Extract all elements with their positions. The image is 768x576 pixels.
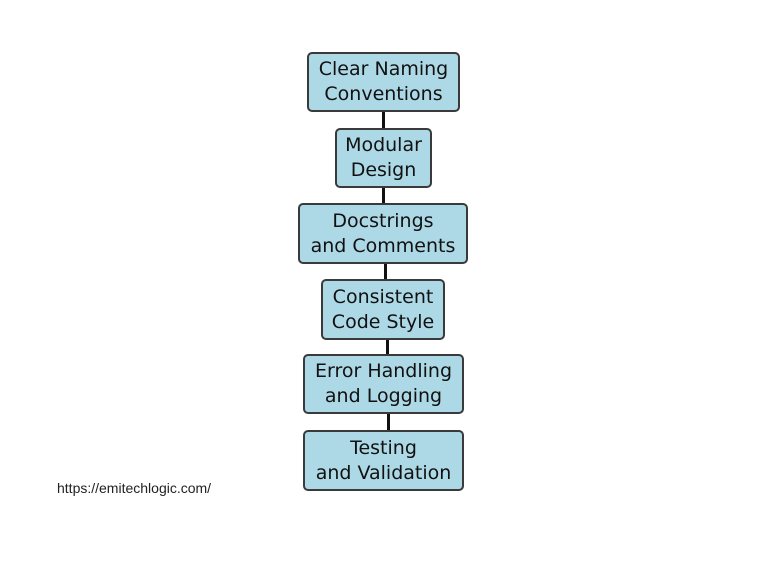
edge-style-to-error (386, 338, 389, 356)
edge-docstrings-to-style (384, 262, 387, 282)
edge-naming-to-modular (382, 110, 385, 130)
node-testing-and-validation: Testing and Validation (303, 430, 464, 491)
node-docstrings-and-comments: Docstrings and Comments (298, 203, 468, 264)
source-url: https://emitechlogic.com/ (57, 480, 212, 496)
edge-modular-to-docstrings (382, 186, 385, 206)
edge-error-to-testing (387, 412, 390, 432)
node-clear-naming-conventions: Clear Naming Conventions (307, 52, 460, 112)
node-consistent-code-style: Consistent Code Style (321, 279, 445, 340)
node-modular-design: Modular Design (335, 128, 432, 188)
node-error-handling-and-logging: Error Handling and Logging (303, 354, 464, 414)
